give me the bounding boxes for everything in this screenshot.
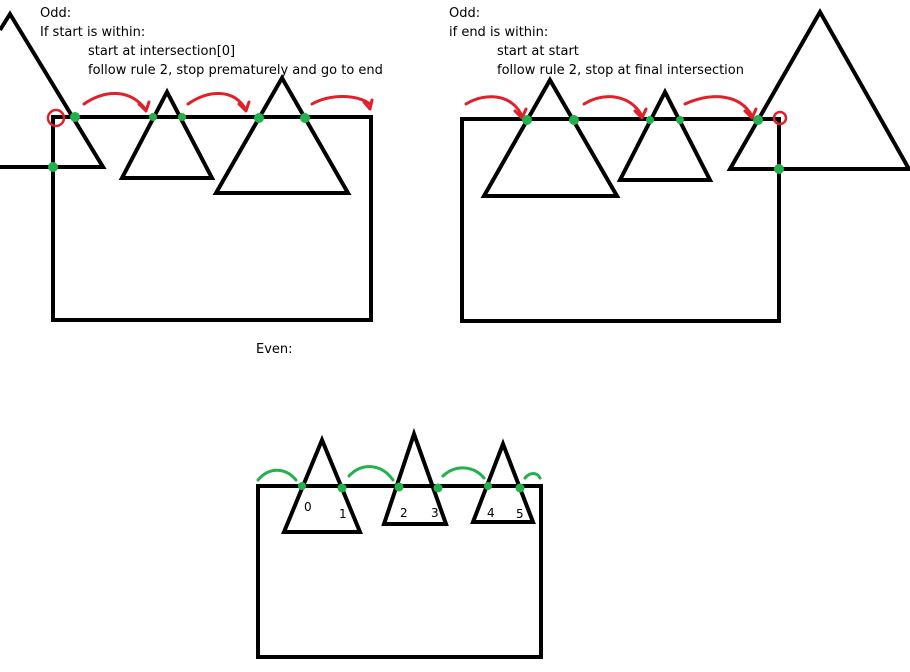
intersection-point	[178, 113, 186, 121]
even-arc	[347, 465, 395, 482]
start-point-marker	[46, 108, 66, 128]
triangle	[616, 87, 714, 182]
intersection-point	[70, 112, 80, 122]
intersection-point	[646, 116, 654, 124]
panel-odd-start-step2: follow rule 2, stop prematurely and go t…	[88, 63, 383, 78]
arrowhead	[513, 107, 528, 120]
triangle	[480, 75, 621, 198]
panel-odd-end-condition: if end is within:	[449, 25, 548, 40]
arrowhead	[633, 107, 648, 120]
intersection-point	[48, 162, 58, 172]
triangle	[118, 87, 216, 180]
intersection-index-0: 0	[304, 500, 312, 514]
path-arrow	[582, 95, 644, 118]
intersection-point	[298, 482, 306, 490]
triangle	[726, 7, 910, 171]
intersection-point	[149, 113, 157, 121]
triangle	[470, 438, 536, 524]
panel-odd-end: Odd: if end is within: start at start fo…	[449, 6, 910, 323]
panel-even: Even: 0 1 2 3 4 5	[256, 342, 543, 659]
panel-even-title: Even:	[256, 342, 293, 357]
rectangle	[51, 115, 373, 322]
intersection-index-3: 3	[431, 506, 439, 520]
intersection-point	[337, 483, 347, 493]
panel-odd-start-step1: start at intersection[0]	[88, 44, 235, 59]
path-arrow	[683, 95, 754, 118]
panel-odd-start: Odd: If start is within: start at inters…	[0, 6, 383, 322]
arrowhead	[362, 98, 374, 111]
arrowhead	[743, 107, 758, 120]
path-arrow	[186, 91, 248, 112]
rectangle	[460, 117, 781, 323]
path-arrow	[464, 95, 524, 118]
even-arc	[256, 468, 298, 482]
intersection-point	[300, 113, 310, 123]
intersection-point	[522, 115, 532, 125]
end-point-marker	[772, 110, 788, 126]
triangle	[381, 427, 449, 526]
intersection-point	[484, 482, 492, 490]
even-arc	[441, 466, 486, 480]
path-arrow	[310, 95, 372, 106]
intersection-index-1: 1	[339, 507, 347, 521]
intersection-point	[676, 116, 684, 124]
intersection-point	[774, 164, 784, 174]
intersection-point	[394, 482, 404, 492]
panel-odd-end-title: Odd:	[449, 6, 480, 21]
intersection-index-5: 5	[516, 507, 524, 521]
even-arc	[523, 472, 542, 480]
triangle	[212, 73, 352, 195]
panel-odd-start-condition: If start is within:	[40, 25, 145, 40]
panel-odd-end-step2: follow rule 2, stop at final intersectio…	[497, 63, 744, 78]
intersection-point	[753, 115, 763, 125]
panel-odd-start-title: Odd:	[40, 6, 71, 21]
arrowhead	[137, 100, 151, 113]
arrowhead	[237, 100, 251, 113]
path-arrow	[82, 91, 148, 112]
intersection-point	[254, 113, 264, 123]
intersection-point	[515, 483, 525, 493]
intersection-index-2: 2	[400, 506, 408, 520]
panel-odd-end-step1: start at start	[497, 44, 579, 59]
intersection-point	[433, 483, 443, 493]
intersection-point	[569, 115, 579, 125]
intersection-index-4: 4	[487, 506, 495, 520]
